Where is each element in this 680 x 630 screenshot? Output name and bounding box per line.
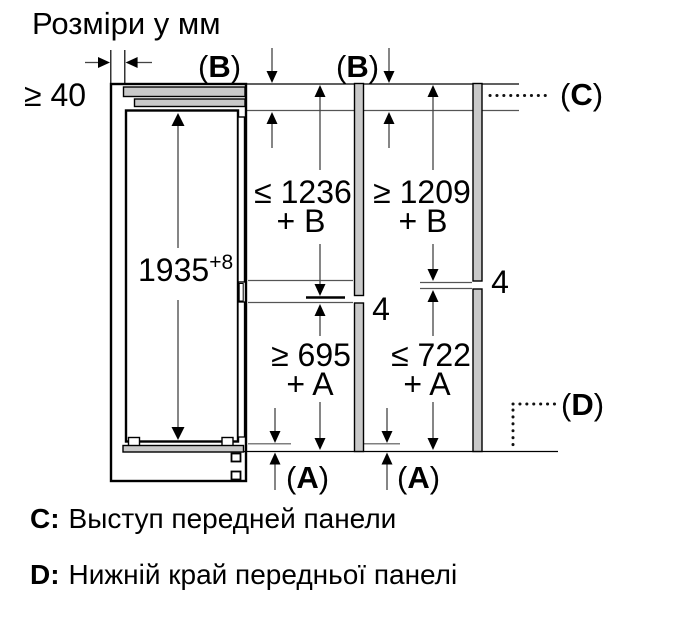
appliance-foot-left [127, 436, 141, 447]
door-hinge-connector [238, 283, 244, 302]
height-arrows [171, 113, 185, 440]
dim-upper-door-max-line2: + B [277, 203, 326, 239]
cabinet [109, 82, 248, 483]
marker-b-1: (B) [198, 49, 241, 84]
dim-gap-left: 4 [372, 291, 390, 327]
upper-max-arrows [314, 85, 326, 296]
page-title: Розміри у мм [32, 6, 221, 41]
dotted-leaders [488, 94, 557, 452]
b-down-arrow-2 [383, 48, 395, 83]
a-down-arrow-2 [381, 408, 393, 443]
side-clearance-dimension [85, 50, 152, 84]
dim-side-clearance: ≥ 40 [24, 77, 86, 113]
plinth-panel [122, 444, 245, 453]
dim-upper-door-min-line1: ≥ 1209 [373, 174, 471, 210]
a-up-arrow-2 [381, 452, 393, 490]
dim-niche-height: 1935+8 [138, 251, 233, 288]
b-up-arrow-1 [266, 112, 278, 148]
dim-gap-right: 4 [491, 264, 509, 300]
marker-a-1: (A) [286, 460, 329, 495]
dim-upper-door-max-line1: ≤ 1236 [254, 174, 352, 210]
legend-line-d: D:Нижній край передньої панелі [30, 559, 457, 590]
dim-upper-door-min-line2: + B [399, 203, 448, 239]
marker-a-2: (A) [397, 460, 440, 495]
arrowhead-left [125, 57, 138, 68]
top-vent-strip-1 [122, 86, 246, 98]
dim-lower-door-min-line1: ≥ 695 [271, 337, 351, 373]
furniture-panels [306, 82, 483, 453]
left-panel-upper [353, 82, 365, 297]
dim-lower-door-max-line1: ≤ 722 [391, 337, 471, 373]
b-down-arrow-1 [266, 48, 278, 83]
marker-c: (C) [560, 77, 603, 112]
legend-line-c: C:Выступ передней панели [30, 503, 396, 534]
top-vent-strip-2 [133, 98, 246, 108]
marker-b-2: (B) [336, 49, 379, 84]
marker-d: (D) [561, 387, 604, 422]
right-panel-lower [472, 288, 483, 453]
dimension-arrows [171, 48, 439, 490]
diagram-text: Розміри у мм ≥ 40 1935+8 ≤ 1236 + B ≥ 12… [24, 6, 604, 590]
upper-min-arrows [427, 85, 439, 281]
arrowhead-right [98, 57, 110, 68]
lower-min-arrows [314, 304, 326, 450]
b-up-arrow-2 [383, 112, 395, 148]
base-detail-1 [230, 452, 242, 463]
lower-max-arrows [427, 290, 439, 450]
cabinet-outer-box [109, 82, 248, 483]
a-up-arrow-1 [269, 452, 281, 490]
base-detail-2 [230, 470, 242, 481]
appliance-door-lower [237, 301, 246, 438]
appliance-door-upper [237, 116, 246, 283]
right-panel-upper [472, 82, 483, 282]
dim-lower-door-max-line2: + A [403, 366, 451, 402]
dim-lower-door-min-line2: + A [286, 366, 334, 402]
appliance-foot-right [221, 436, 234, 447]
a-down-arrow-1 [269, 408, 281, 443]
left-panel-lower [353, 302, 365, 453]
